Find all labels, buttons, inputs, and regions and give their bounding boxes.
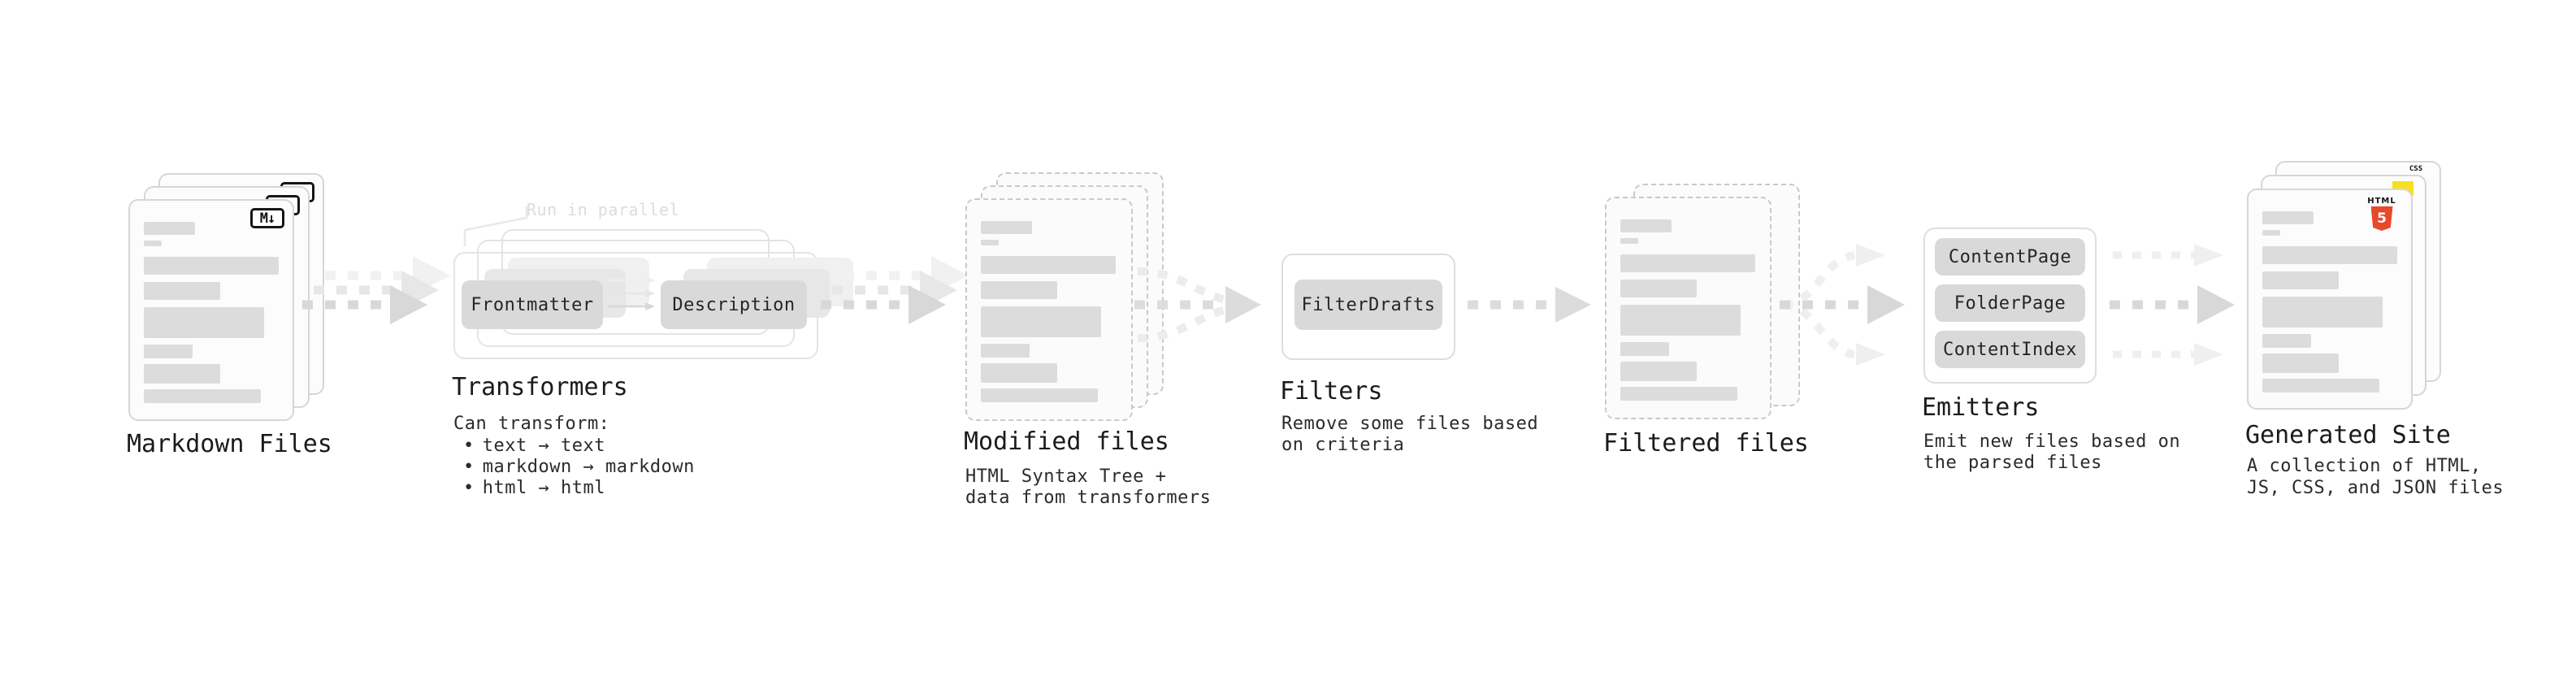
node-title: Transformers (452, 373, 628, 401)
html5-badge-text: HTML (2367, 197, 2396, 206)
bullet-icon: • (463, 478, 475, 498)
dashed-arrow-icon (302, 256, 450, 324)
node-subtitle-line: JS, CSS, and JSON files (2247, 478, 2504, 498)
transformer-box-middle (477, 240, 795, 347)
node-title: Emitters (1922, 393, 2040, 422)
ghost-pill (508, 258, 649, 306)
node-subtitle-line: the parsed files (1923, 453, 2102, 473)
node-title: Modified files (964, 427, 1169, 456)
filters-box (1281, 254, 1455, 360)
ghost-pill (683, 269, 830, 318)
bullet-icon: • (463, 436, 475, 456)
node-subtitle-line: HTML Syntax Tree + (965, 466, 1167, 487)
bullet-item: • text → text (463, 436, 605, 457)
css-file-icon: CSS (2404, 166, 2428, 173)
bullet-text: markdown → markdown (482, 457, 695, 477)
markdown-file-icon: M↓ (280, 182, 314, 202)
file-card-dashed (1633, 184, 1800, 406)
js-file-icon (2392, 181, 2413, 196)
html5-shield-icon: 5 (2370, 206, 2393, 231)
transformer-pill-description: Description (661, 280, 807, 329)
emitters-box (1923, 228, 2097, 384)
placeholder-text-bars (967, 200, 1131, 402)
emitter-pill-folderpage: FolderPage (1935, 284, 2085, 322)
transformer-box-back (501, 229, 770, 335)
placeholder-text-bars (1607, 198, 1770, 401)
bullet-item: • markdown → markdown (463, 457, 695, 478)
node-subtitle: Can transform: (453, 414, 610, 434)
dashed-arrow-icon (1468, 287, 1591, 323)
callout-leader-line (463, 206, 528, 246)
file-card (2261, 175, 2426, 396)
node-subtitle-line: A collection of HTML, (2247, 456, 2482, 476)
file-card: CSS (2275, 161, 2441, 382)
node-subtitle-line: data from transformers (965, 488, 1212, 508)
markdown-badge-text: M↓ (259, 210, 276, 227)
markdown-badge-text: M↓ (289, 184, 306, 201)
emitter-pill-contentpage: ContentPage (1935, 238, 2085, 275)
markdown-badge-text: M↓ (275, 197, 292, 214)
markdown-file-icon: M↓ (250, 208, 284, 228)
bullet-text: html → html (482, 478, 605, 498)
node-subtitle-line: Emit new files based on (1923, 432, 2181, 452)
file-card: M↓ (144, 186, 310, 408)
html5-number: 5 (2377, 210, 2387, 227)
node-title: Generated Site (2245, 421, 2451, 449)
bullet-icon: • (463, 457, 475, 477)
file-card-dashed (981, 185, 1148, 408)
run-in-parallel-label: Run in parallel (527, 200, 680, 219)
triple-dashed-arrow-icon (2110, 244, 2235, 366)
node-title: Markdown Files (127, 430, 332, 458)
emitter-pill-contentindex: ContentIndex (1935, 331, 2085, 368)
css-badge-text: CSS (2409, 165, 2423, 173)
file-card-dashed (965, 198, 1133, 421)
node-subtitle-line: Remove some files based (1281, 414, 1539, 434)
parallel-arrows-icon (608, 276, 655, 310)
dashed-arrow-icon (821, 256, 969, 324)
bullet-text: text → text (482, 436, 605, 456)
diverging-dashed-arrow-icon (1780, 244, 1905, 366)
ghost-pill (484, 269, 626, 318)
node-title: Filters (1280, 377, 1383, 406)
markdown-file-icon: M↓ (266, 195, 300, 215)
node-title: Filtered files (1603, 429, 1809, 458)
placeholder-text-bars (2249, 190, 2411, 393)
bullet-item: • html → html (463, 478, 605, 499)
file-card: HTML 5 (2247, 189, 2413, 410)
html5-file-icon: HTML 5 (2362, 197, 2401, 231)
file-card: M↓ (128, 199, 294, 421)
filter-pill-filterdrafts: FilterDrafts (1295, 280, 1442, 330)
file-card-dashed (1605, 197, 1772, 419)
transformer-box-front (453, 252, 818, 359)
node-subtitle-line: on criteria (1281, 435, 1405, 455)
transformer-pill-frontmatter: Frontmatter (462, 280, 603, 329)
converging-dashed-arrow-icon (1134, 267, 1261, 342)
placeholder-text-bars (130, 201, 293, 403)
